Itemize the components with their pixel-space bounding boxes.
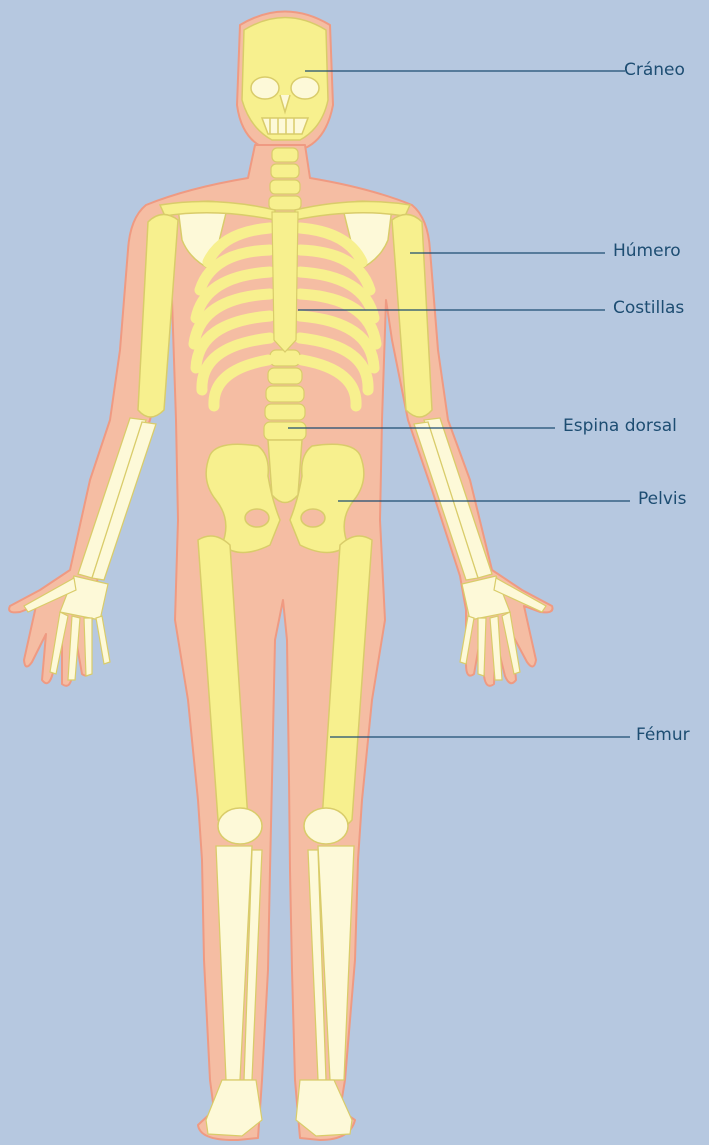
sternum [272, 212, 298, 352]
foot-bones [206, 1080, 352, 1136]
label-femur: Fémur [636, 727, 690, 744]
skull [242, 18, 328, 141]
label-skull: Cráneo [624, 62, 685, 79]
label-humerus: Húmero [613, 243, 681, 260]
label-spine: Espina dorsal [563, 418, 677, 435]
label-ribs: Costillas [613, 300, 684, 317]
lower-leg-bones [216, 846, 354, 1080]
label-pelvis: Pelvis [638, 491, 686, 508]
